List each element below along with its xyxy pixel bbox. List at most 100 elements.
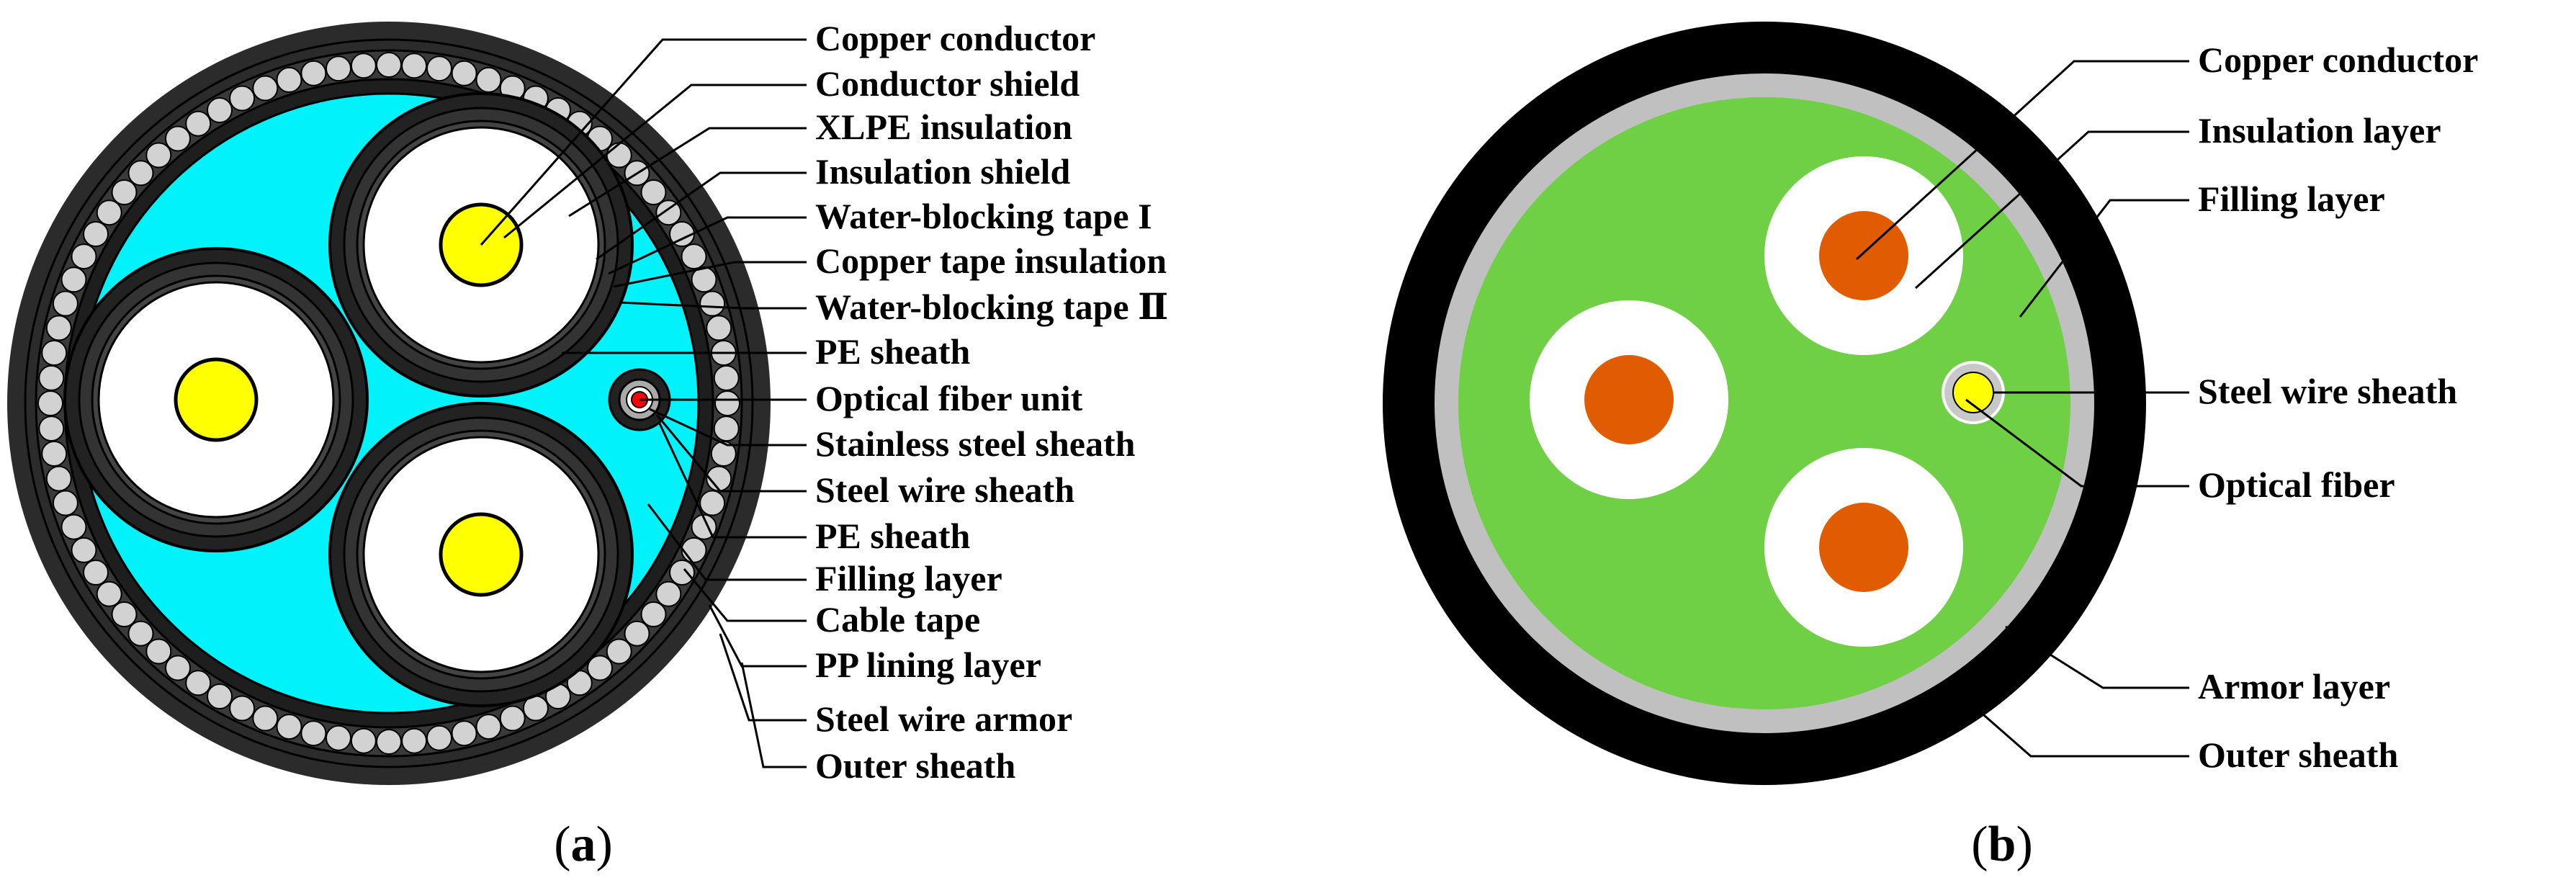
b-label-3: Steel wire sheath [2198, 371, 2457, 411]
a-armor-wire [52, 290, 78, 317]
a-armor-wire [185, 110, 212, 137]
a-armor-wire [587, 655, 613, 681]
a-armor-wire [83, 221, 109, 247]
a-armor-wire [96, 580, 122, 607]
b-conductor-bottom [1819, 503, 1908, 592]
a-armor-wire [681, 537, 707, 563]
a-armor-wire [207, 683, 233, 709]
a-label-8: Optical fiber unit [815, 378, 1083, 418]
a-armor-wire [41, 441, 68, 467]
a-armor-wire [710, 441, 737, 467]
a-armor-wire [713, 416, 740, 442]
a-armor-wire [624, 620, 650, 647]
a-label-10: Steel wire sheath [815, 470, 1074, 510]
a-armor-wire [165, 655, 191, 681]
b-label-4: Optical fiber [2198, 465, 2395, 505]
a-armor-wire [326, 55, 351, 82]
a-armor-wire [606, 142, 632, 169]
a-armor-wire [401, 727, 428, 754]
a-armor-wire [165, 125, 191, 152]
panel-b: Copper conductor Insulation layer Fillin… [1383, 22, 2478, 872]
panel-b-caption: (b) [1971, 817, 2033, 872]
a-armor-wire [276, 66, 302, 93]
a-core-left [63, 247, 369, 552]
a-label-13: Cable tape [815, 599, 980, 640]
a-armor-wire [37, 390, 63, 416]
a-armor-wire [499, 705, 526, 732]
a-label-12: Filling layer [815, 558, 1002, 598]
a-armor-wire [145, 638, 172, 665]
a-armor-wire [38, 364, 65, 391]
a-armor-wire [640, 179, 667, 205]
a-armor-wire [60, 266, 87, 293]
a-armor-wire [300, 60, 327, 86]
a-armor-wire [111, 179, 138, 205]
a-armor-wire [451, 60, 477, 86]
a-armor-wire [71, 537, 97, 563]
a-armor-wire [655, 199, 682, 226]
a-armor-wire [376, 729, 402, 755]
a-label-5: Copper tape insulation [815, 241, 1167, 281]
a-label-16: Outer sheath [815, 745, 1015, 786]
a-armor-wire [451, 720, 477, 747]
a-armor-wire [655, 580, 682, 607]
a-armor-wire [681, 243, 707, 270]
a-label-14: PP lining layer [815, 645, 1041, 685]
b-label-5: Armor layer [2198, 666, 2390, 707]
b-label-2: Filling layer [2198, 179, 2385, 219]
a-label-7: PE sheath [815, 331, 971, 372]
a-armor-wire [252, 705, 279, 732]
a-conductor-left [174, 357, 259, 442]
a-armor-wire [426, 725, 452, 751]
a-label-11: PE sheath [815, 516, 971, 556]
a-core-bottom [328, 402, 634, 707]
a-label-6: Water-blocking tape Ⅱ [815, 287, 1168, 327]
a-steel-wire-armor [37, 52, 740, 755]
a-outer-sheath-edge [24, 38, 754, 768]
b-optical-fiber [1952, 372, 1994, 413]
b-core-left [1530, 300, 1728, 499]
a-armor-wire [350, 53, 377, 79]
a-armor-wire [475, 66, 502, 93]
a-armor-wire [45, 465, 72, 492]
a-armor-wire [111, 601, 138, 627]
a-armor-wire [71, 243, 97, 270]
a-armor-wire [252, 75, 279, 102]
a-armor-wire [96, 199, 122, 226]
a-armor-wire [145, 142, 172, 169]
a-label-3: Insulation shield [815, 151, 1071, 192]
a-armor-wire [38, 416, 65, 442]
a-label-0: Copper conductor [815, 18, 1095, 58]
a-armor-wire [426, 55, 452, 82]
a-armor-wire [475, 714, 502, 740]
panel-a-cable [7, 22, 771, 785]
a-armor-wire [606, 638, 632, 665]
a-armor-wire [350, 727, 377, 754]
a-label-15: Steel wire armor [815, 699, 1072, 739]
a-armor-wire [127, 620, 154, 647]
a-armor-wire [401, 53, 428, 79]
a-armor-wire [376, 52, 402, 78]
a-armor-wire [45, 315, 72, 341]
a-label-1: Conductor shield [815, 63, 1080, 104]
a-label-9: Stainless steel sheath [815, 423, 1136, 464]
a-armor-wire [127, 160, 154, 187]
b-core-top [1764, 156, 1963, 355]
b-core-bottom [1764, 448, 1963, 647]
a-armor-wire [229, 695, 256, 722]
panel-b-leader-lines [1855, 60, 2189, 758]
panel-a: Copper conductor Conductor shield XLPE i… [7, 18, 1168, 872]
a-armor-wire [713, 364, 740, 391]
a-armor-wire [326, 725, 351, 751]
a-armor-wire [60, 513, 87, 540]
a-armor-wire [714, 390, 740, 416]
a-armor-wire [229, 85, 256, 112]
a-armor-wire [276, 714, 302, 740]
a-armor-wire [83, 560, 109, 586]
panel-a-leader-lines [480, 38, 807, 768]
panel-a-caption: (a) [554, 817, 613, 872]
panel-b-cable [1383, 22, 2146, 785]
a-label-4: Water-blocking tape I [815, 196, 1152, 236]
a-label-2: XLPE insulation [815, 107, 1072, 147]
